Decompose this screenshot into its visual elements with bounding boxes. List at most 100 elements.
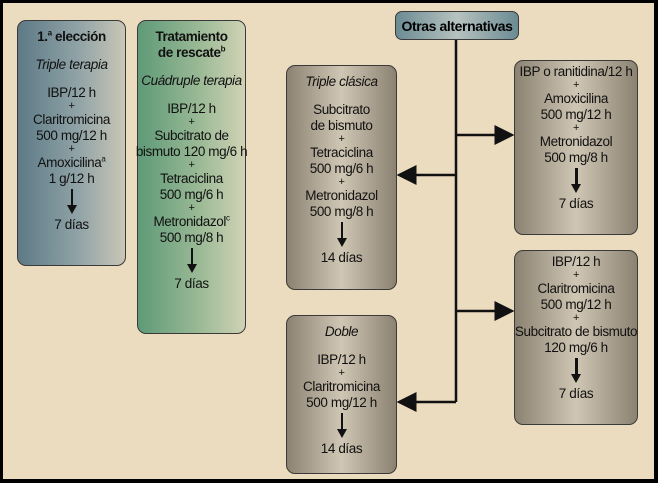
line-text: de rescate (157, 45, 221, 60)
line-text: Amoxicilina (544, 91, 608, 106)
line-text: 1 g/12 h (48, 171, 95, 186)
drug-line: Subcitrato (313, 102, 370, 118)
plus-sign: + (188, 160, 194, 171)
footnote-mark: c (225, 213, 230, 223)
drug-line: 7 días (558, 386, 594, 402)
line-text: IBP/12 h (551, 254, 601, 269)
box-title: de rescateb (157, 44, 226, 61)
box-title: Tratamiento (155, 29, 228, 45)
line-text: de bismuto (310, 118, 373, 133)
line-text: 14 días (320, 441, 363, 456)
line-text: 500 mg/8 h (544, 150, 608, 165)
line-text: 500 mg/8 h (309, 204, 374, 219)
arrow-down-icon (570, 358, 582, 384)
line-text: 7 días (558, 386, 594, 401)
line-text: 500 mg/12 h (540, 107, 612, 122)
plus-sign: + (573, 270, 579, 281)
line-text: 1. (37, 29, 48, 44)
drug-line: 500 mg/8 h (544, 150, 608, 166)
line-text: Doble (324, 324, 359, 339)
line-text: + (572, 79, 580, 91)
line-text: IBP/12 h (317, 352, 366, 367)
otras-alternativas-header: Otras alternativas (395, 11, 519, 40)
line-text: elección (51, 29, 106, 44)
line-text: 14 días (320, 250, 363, 265)
box-title: 1.a elección (37, 29, 106, 45)
drug-line: 14 días (320, 441, 363, 457)
line-text: 500 mg/8 h (159, 230, 224, 245)
therapy-name: Triple clásica (305, 74, 378, 90)
line-text: Claritromicina (33, 112, 110, 127)
footnote-mark: b (220, 44, 226, 54)
drug-line: 14 días (320, 250, 363, 266)
line-text: Metronidazol (305, 188, 378, 203)
line-text: + (188, 202, 195, 214)
drug-line: Metronidazolc (153, 214, 229, 230)
arrow-down-icon (186, 248, 198, 274)
drug-line: Metronidazol (540, 134, 613, 150)
arrow-down-icon (66, 189, 78, 215)
line-text: Tetraciclina (160, 171, 223, 186)
plus-sign: + (338, 368, 344, 379)
drug-line: Claritromicina (538, 281, 615, 297)
plus-sign: + (68, 101, 74, 112)
footnote-mark: a (101, 154, 106, 164)
arrow-down-icon (336, 222, 348, 248)
drug-line: 500 mg/6 h (160, 187, 224, 203)
drug-line: Claritromicina (303, 379, 380, 395)
drug-line: Tetraciclina (310, 145, 373, 161)
drug-line: 500 mg/6 h (310, 161, 374, 177)
drug-line: 7 días (54, 217, 89, 233)
plus-sign: + (68, 144, 74, 155)
line-text: + (68, 143, 75, 155)
drug-line: 500 mg/12 h (541, 107, 612, 123)
line-text: 500 mg/6 h (309, 161, 374, 176)
line-text: Subcitrato (313, 102, 370, 117)
drug-line: 500 mg/8 h (160, 230, 224, 246)
drug-line: IBP/12 h (317, 352, 366, 368)
plus-sign: + (338, 134, 344, 145)
plus-sign: + (573, 313, 579, 324)
line-text: 7 días (174, 276, 209, 291)
line-text: Triple clásica (305, 74, 378, 89)
drug-line: de bismuto (310, 118, 372, 134)
therapy-name: Triple terapia (35, 57, 108, 73)
line-text: + (572, 312, 580, 324)
drug-line: Metronidazol (305, 188, 378, 204)
line-text: Metronidazol (153, 214, 226, 229)
line-text: 500 mg/12 h (540, 297, 612, 312)
line-text: Triple terapia (35, 57, 108, 72)
drug-line: Subcitrato de (154, 128, 229, 144)
drug-line: Claritromicina (33, 112, 110, 128)
line-text: + (572, 269, 580, 281)
line-text: IBP/12 h (47, 85, 96, 100)
otras-alternativas-label: Otras alternativas (401, 17, 513, 34)
drug-line: 500 mg/12 h (36, 128, 107, 144)
line-text: Tetraciclina (310, 145, 373, 160)
drug-line: 120 mg/6 h (544, 340, 608, 356)
connector-lines (396, 38, 515, 412)
line-text: 500 mg/12 h (306, 395, 377, 410)
line-text: Cuádruple terapia (141, 73, 242, 88)
line-text: 120 mg/6 h (544, 340, 608, 355)
line-text: 7 días (54, 217, 89, 232)
plus-sign: + (573, 123, 579, 134)
arrow-down-icon (570, 168, 582, 194)
drug-line: IBP/12 h (47, 85, 96, 101)
drug-line: 7 días (559, 196, 594, 212)
line-text: + (572, 122, 580, 134)
drug-line: 500 mg/12 h (306, 395, 377, 411)
drug-line: Amoxicilina (544, 91, 608, 107)
line-text: + (188, 159, 195, 171)
drug-line: Amoxicilinaa (38, 155, 106, 171)
line-text: + (338, 133, 345, 145)
line-text: IBP/12 h (167, 101, 216, 116)
drug-line: 7 días (174, 276, 209, 292)
